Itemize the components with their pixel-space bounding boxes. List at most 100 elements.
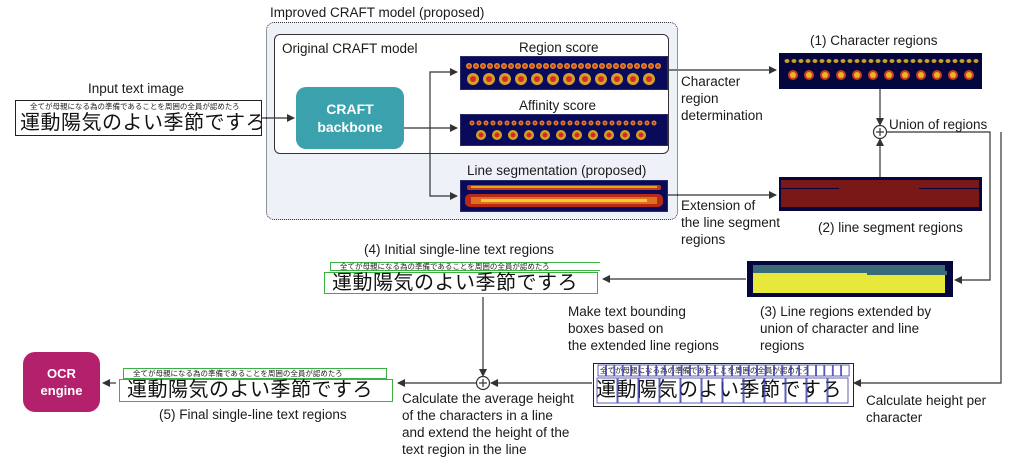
- char-height-box-small: [664, 364, 674, 377]
- char-region-blob: [868, 59, 874, 63]
- region-blob-core: [488, 64, 492, 68]
- char-region-determination-label: Character region determination: [681, 74, 763, 123]
- char-height-box-small: [706, 364, 716, 377]
- line-seg-graphic: [465, 185, 663, 207]
- affinity-blob-core: [617, 121, 621, 125]
- char-region-blob: [896, 59, 902, 63]
- affinity-blob-core: [491, 121, 495, 125]
- region-blob-core: [579, 64, 583, 68]
- affinity-score-label: Affinity score: [519, 98, 597, 113]
- calc-average-label: Calculate the average height of the char…: [402, 391, 574, 457]
- char-height-box-large: [617, 377, 639, 404]
- line-segment-regions-graphic: [781, 180, 979, 207]
- input-small-text: 全てが母親になる為の準備であることを周囲の全員が認めたろ: [30, 102, 240, 111]
- region-blob-core: [593, 64, 597, 68]
- char-height-box-large: [596, 377, 618, 404]
- char-region-blob-core: [838, 72, 844, 78]
- char-height-box-large: [722, 377, 744, 404]
- line-seg-heatmap: [460, 180, 668, 212]
- char-region-blob: [847, 59, 853, 63]
- affinity-blob-core: [574, 132, 580, 138]
- extension-label: Extension of the line segment regions: [681, 198, 781, 247]
- char-region-blob-core: [902, 72, 908, 78]
- region-blob-core: [502, 76, 508, 82]
- char-region-blob: [826, 59, 832, 63]
- char-height-box-small: [715, 364, 724, 377]
- char-height-box-large: [659, 377, 681, 404]
- char-region-blob: [959, 59, 965, 63]
- affinity-score-heatmap: [460, 114, 668, 146]
- line-seg-label: Line segmentation (proposed): [467, 163, 647, 178]
- char-region-blob: [973, 59, 979, 63]
- affinity-blob-core: [512, 121, 516, 125]
- char-region-blob: [903, 59, 909, 63]
- affinity-blob-core: [505, 121, 509, 125]
- char-regions-map: [779, 53, 982, 89]
- char-region-blob: [945, 59, 951, 63]
- char-region-blob-core: [886, 72, 892, 78]
- char-height-box-small: [605, 364, 615, 377]
- char-region-blob: [917, 59, 923, 63]
- region-blob-core: [523, 64, 527, 68]
- region-blob-core: [586, 64, 590, 68]
- region-blob-core: [486, 76, 492, 82]
- region-blob-core: [582, 76, 588, 82]
- arrow-backbone-lineseg: [429, 128, 458, 200]
- char-region-blob: [938, 59, 944, 63]
- region-blob-core: [572, 64, 576, 68]
- region-blob-core: [534, 76, 540, 82]
- region-blob-core: [642, 64, 646, 68]
- affinity-blob-core: [575, 121, 579, 125]
- char-region-blob: [952, 59, 958, 63]
- affinity-blob-core: [610, 121, 614, 125]
- char-height-box-large: [827, 377, 849, 404]
- affinity-blob-core: [526, 132, 532, 138]
- input-big-text: 運動陽気のよい季節ですろ: [20, 110, 262, 134]
- region-blob-core: [598, 76, 604, 82]
- initial-regions-label: (4) Initial single-line text regions: [364, 242, 554, 257]
- region-blob-core: [550, 76, 556, 82]
- char-height-box-small: [807, 364, 816, 377]
- char-height-box-small: [832, 364, 842, 377]
- line-segment-regions-map: [779, 177, 982, 211]
- char-region-blob: [833, 59, 839, 63]
- final-small-text: 全てが母親になる為の準備であることを周囲の全員が認めたろ: [133, 369, 343, 378]
- char-height-box-small: [773, 364, 783, 377]
- char-region-blob-core: [870, 72, 876, 78]
- char-region-blob-core: [854, 72, 860, 78]
- initial-small-box: [330, 262, 600, 271]
- char-region-blob-core: [822, 72, 828, 78]
- char-height-box-small: [757, 364, 766, 377]
- char-regions-label: (1) Character regions: [810, 33, 938, 48]
- char-height-box-small: [841, 364, 850, 377]
- affinity-blob-core: [596, 121, 600, 125]
- char-region-blob-core: [966, 72, 972, 78]
- char-height-box-large: [785, 377, 807, 404]
- initial-regions-image: 全てが母親になる為の準備であることを周囲の全員が認めたろ 運動陽気のよい季節です…: [322, 260, 600, 296]
- region-blob-core: [502, 64, 506, 68]
- original-craft-title: Original CRAFT model: [282, 41, 418, 56]
- affinity-blob-core: [554, 121, 558, 125]
- affinity-blob-core: [638, 132, 644, 138]
- char-region-blob: [798, 59, 804, 63]
- affinity-score-blobs: [469, 120, 657, 140]
- affinity-blob-core: [561, 121, 565, 125]
- char-region-blob: [910, 59, 916, 63]
- region-blob-core: [481, 64, 485, 68]
- char-height-box-large: [638, 377, 660, 404]
- ocr-engine-block: OCR engine: [23, 352, 100, 412]
- char-height-box-large: [680, 377, 702, 404]
- char-height-box-small: [597, 364, 606, 377]
- region-score-heatmap: [460, 56, 668, 90]
- affinity-blob-core: [568, 121, 572, 125]
- char-region-blob: [854, 59, 860, 63]
- region-blob-core: [614, 76, 620, 82]
- region-blob-core: [516, 64, 520, 68]
- region-blob-core: [470, 76, 476, 82]
- region-blob-core: [495, 64, 499, 68]
- calc-height-label: Calculate height per character: [866, 393, 987, 425]
- char-region-blob: [931, 59, 937, 63]
- affinity-blob-core: [547, 121, 551, 125]
- improved-craft-title: Improved CRAFT model (proposed): [270, 5, 485, 20]
- char-height-box-small: [748, 364, 758, 377]
